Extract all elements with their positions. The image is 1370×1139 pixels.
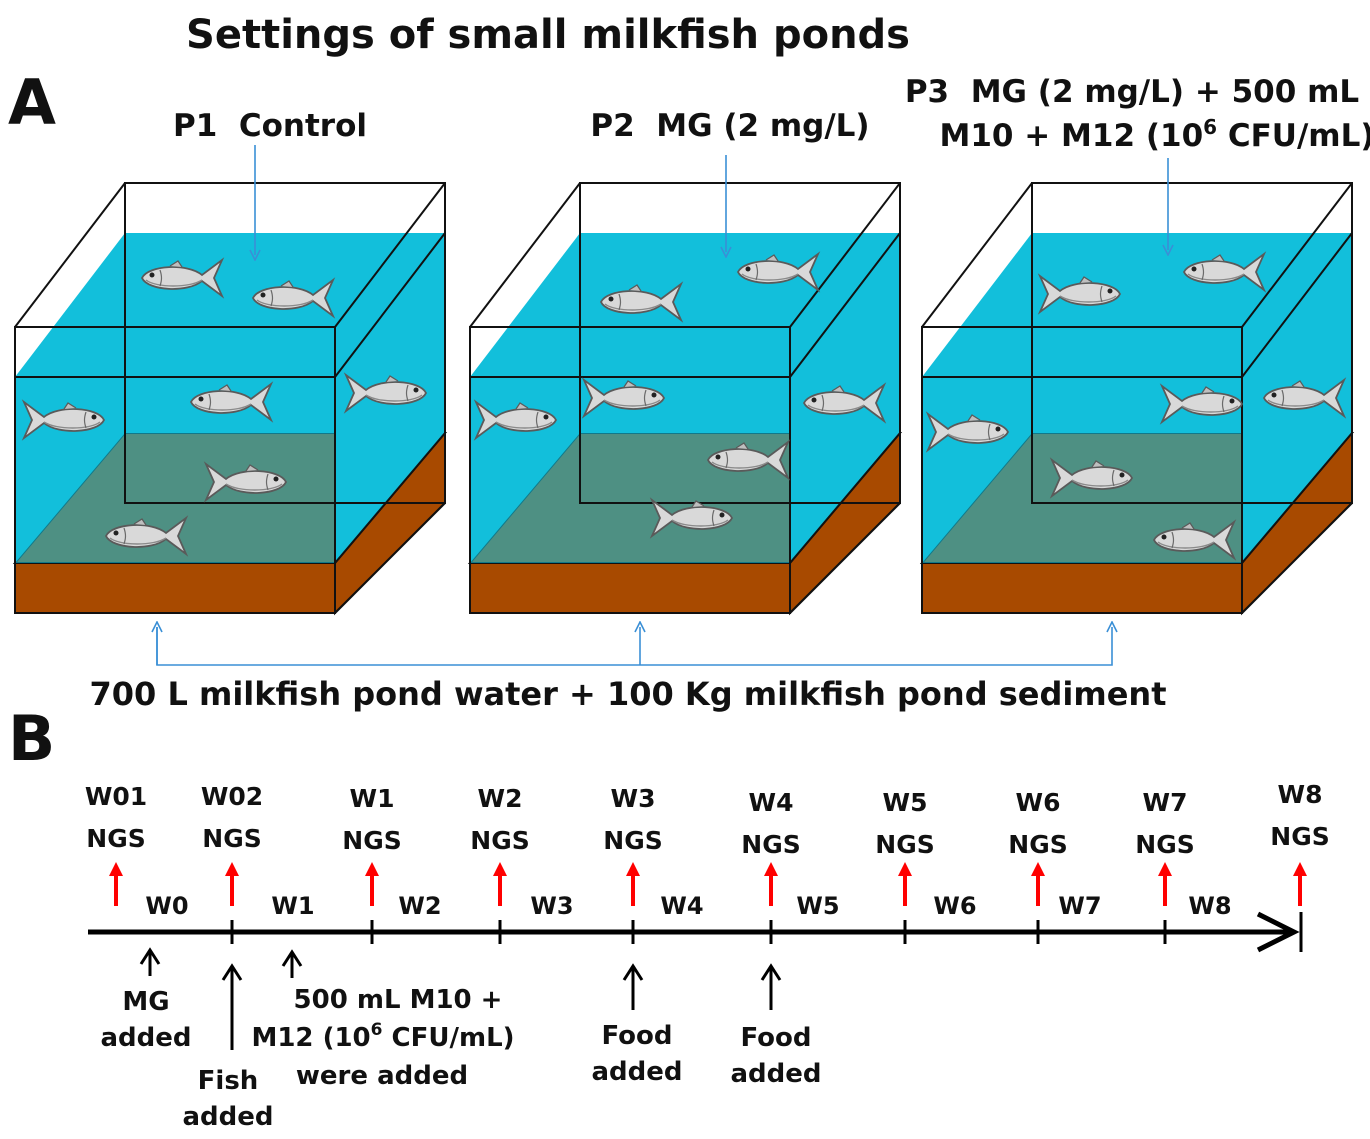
- panel-b-label: B: [8, 702, 55, 775]
- sampling-week-label: W2: [478, 784, 523, 813]
- event-fish-label: Fish: [198, 1066, 259, 1096]
- segment-label: W6: [933, 892, 976, 920]
- sampling-method-label: NGS: [1135, 830, 1194, 859]
- shared-setting-bracket: [157, 627, 1112, 666]
- timeline: W01NGSW02NGSW1NGSW2NGSW3NGSW4NGSW5NGSW6N…: [85, 780, 1330, 1132]
- ngs-arrow-head: [626, 862, 640, 876]
- pond-p3-label-line1: P3 MG (2 mg/L) + 500 mL: [905, 74, 1359, 110]
- segment-label: W7: [1058, 892, 1101, 920]
- segment-label: W5: [796, 892, 839, 920]
- ngs-arrow-head: [365, 862, 379, 876]
- event-arrow-head: [622, 963, 644, 981]
- sampling-method-label: NGS: [603, 826, 662, 855]
- shared-setting-label: 700 L milkfish pond water + 100 Kg milkf…: [90, 675, 1167, 713]
- diagram-title: Settings of small milkfish ponds: [186, 12, 910, 58]
- ngs-arrow-head: [1031, 862, 1045, 876]
- sampling-method-label: NGS: [470, 826, 529, 855]
- event-arrow-head: [221, 963, 243, 981]
- pond-p2: [467, 182, 903, 616]
- event-fish-label: added: [182, 1102, 273, 1132]
- sampling-method-label: NGS: [202, 824, 261, 853]
- sampling-week-label: W3: [611, 784, 656, 813]
- ngs-arrow-head: [493, 862, 507, 876]
- event-bacteria-label: M12 (106 CFU/mL): [251, 1020, 514, 1053]
- sampling-week-label: W02: [201, 782, 263, 811]
- ngs-arrow-head: [109, 862, 123, 876]
- sampling-method-label: NGS: [875, 830, 934, 859]
- event-bacteria-label: 500 mL M10 +: [294, 985, 503, 1015]
- event-arrow-head: [281, 949, 303, 967]
- sampling-method-label: NGS: [741, 830, 800, 859]
- ngs-arrow-head: [764, 862, 778, 876]
- sampling-week-label: W4: [749, 788, 794, 817]
- sampling-method-label: NGS: [86, 824, 145, 853]
- sampling-week-label: W5: [883, 788, 928, 817]
- event-food-label: added: [730, 1059, 821, 1089]
- event-bacteria-label: were added: [296, 1061, 468, 1091]
- segment-label: W4: [660, 892, 703, 920]
- sampling-method-label: NGS: [1270, 822, 1329, 851]
- segment-label: W2: [398, 892, 441, 920]
- event-mg-label: MG: [122, 987, 169, 1017]
- sampling-method-label: NGS: [1008, 830, 1067, 859]
- segment-label: W0: [145, 892, 188, 920]
- sampling-week-label: W8: [1278, 780, 1323, 809]
- event-arrow-head: [139, 947, 161, 965]
- ngs-arrow-head: [225, 862, 239, 876]
- timeline-arrowhead: [1256, 911, 1300, 953]
- event-arrow-head: [760, 963, 782, 981]
- sampling-week-label: W6: [1016, 788, 1061, 817]
- sampling-week-label: W1: [350, 784, 395, 813]
- ngs-arrow-head: [898, 862, 912, 876]
- event-food-label: Food: [601, 1021, 672, 1051]
- pond-label-pointers: [255, 145, 1168, 255]
- panel-a-label: A: [8, 66, 56, 139]
- pond-p2-label: P2 MG (2 mg/L): [590, 108, 869, 144]
- pond-p3-label-line2: M10 + M12 (106 CFU/mL): [940, 115, 1370, 154]
- segment-label: W8: [1188, 892, 1231, 920]
- ngs-arrow-head: [1158, 862, 1172, 876]
- sampling-week-label: W7: [1143, 788, 1188, 817]
- pond-p1-label: P1 Control: [173, 108, 367, 144]
- sampling-week-label: W01: [85, 782, 147, 811]
- sampling-method-label: NGS: [342, 826, 401, 855]
- event-food-label: added: [591, 1057, 682, 1087]
- segment-label: W1: [271, 892, 314, 920]
- event-food-label: Food: [740, 1023, 811, 1053]
- segment-label: W3: [530, 892, 573, 920]
- ngs-arrow-head: [1293, 862, 1307, 876]
- event-mg-label: added: [100, 1023, 191, 1053]
